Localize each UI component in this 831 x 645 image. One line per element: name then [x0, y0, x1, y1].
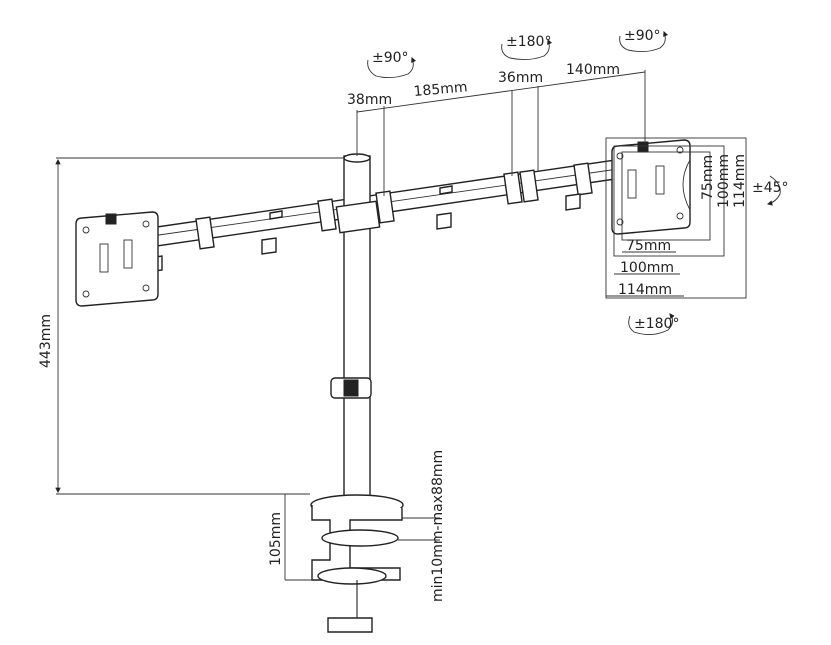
pole: [330, 153, 381, 507]
rotation-top-right: ±90°: [624, 28, 661, 44]
dim-height: 443mm: [38, 314, 54, 368]
dim-end-arm-length: 140mm: [566, 62, 620, 78]
dim-pole-offset: 38mm: [347, 92, 392, 108]
rotation-top-left: ±90°: [372, 50, 409, 66]
vesa-medium-vertical: 100mm: [716, 154, 732, 208]
vesa-medium-horizontal: 100mm: [620, 260, 674, 276]
rotation-bottom: ±180°: [634, 316, 679, 332]
dim-arm-length: 185mm: [413, 79, 468, 100]
dimension-lines: [55, 70, 747, 581]
left-vesa-plate: [75, 211, 159, 307]
vesa-small-horizontal: 75mm: [626, 238, 671, 254]
vesa-small-vertical: 75mm: [700, 155, 716, 200]
vesa-large-horizontal: 114mm: [618, 282, 672, 298]
arm-assembly: [147, 159, 623, 273]
desk-clamp: [310, 494, 404, 633]
rotation-labels: ±90° ±180° ±90° ±45° ±180°: [367, 28, 789, 335]
dim-clamp-height: 105mm: [268, 512, 284, 566]
rotation-side: ±45°: [752, 180, 789, 196]
dimension-labels: 38mm 185mm 36mm 140mm 443mm 105mm min10m…: [38, 62, 748, 602]
dim-joint-width: 36mm: [498, 70, 543, 86]
right-vesa-plate: [611, 139, 691, 235]
vesa-large-vertical: 114mm: [732, 154, 748, 208]
dim-desk-thickness: min10mm-max88mm: [430, 450, 446, 602]
rotation-top-middle: ±180°: [506, 34, 551, 50]
